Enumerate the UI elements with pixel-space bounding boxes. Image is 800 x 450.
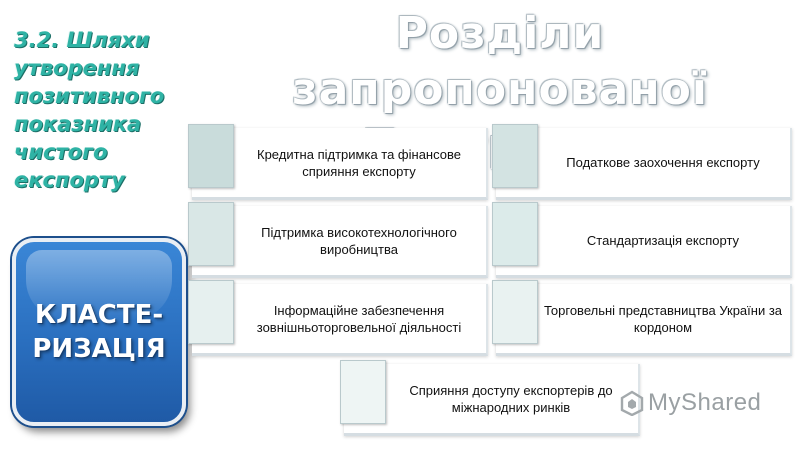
section-subtitle: 3.2. Шляхи утворення позитивного показни… bbox=[14, 28, 165, 192]
card-text: Податкове заохочення експорту bbox=[566, 155, 760, 170]
program-card-standardization: Стандартизація експорту bbox=[492, 202, 792, 278]
card-tab bbox=[188, 280, 234, 344]
slide-title-line-1: Розділи запропонованої bbox=[292, 8, 708, 115]
card-tab bbox=[492, 280, 538, 344]
myshared-text: MyShared bbox=[648, 389, 762, 416]
card-tab bbox=[492, 202, 538, 266]
card-text: Стандартизація експорту bbox=[586, 233, 740, 248]
card-text: Торговельні представництва України за ко… bbox=[543, 302, 783, 335]
program-card-tax-incentives: Податкове заохочення експорту bbox=[492, 124, 792, 200]
card-tab bbox=[188, 202, 234, 266]
clusterization-line-2: РИЗАЦІЯ bbox=[32, 334, 166, 364]
program-card-market-access: Сприяння доступу експортерів до міжнарод… bbox=[340, 360, 640, 436]
program-card-high-tech: Підтримка високотехнологічного виробницт… bbox=[188, 202, 488, 278]
card-text: Підтримка високотехнологічного виробницт… bbox=[261, 224, 457, 257]
program-card-trade-missions: Торговельні представництва України за ко… bbox=[492, 280, 792, 356]
program-card-credit-support: Кредитна підтримка та фінансове сприяння… bbox=[188, 124, 488, 200]
card-text: Інформаційне забезпечення зовнішньоторго… bbox=[256, 302, 462, 335]
clusterization-line-1: КЛАСТЕ- bbox=[34, 300, 164, 330]
clusterization-label: КЛАСТЕ- РИЗАЦІЯ bbox=[32, 298, 165, 366]
card-tab bbox=[492, 124, 538, 188]
clusterization-box: КЛАСТЕ- РИЗАЦІЯ bbox=[12, 238, 186, 426]
card-tab bbox=[340, 360, 386, 424]
card-tab bbox=[188, 124, 234, 188]
card-text: Кредитна підтримка та фінансове сприяння… bbox=[257, 146, 461, 179]
myshared-watermark: MyShared bbox=[620, 388, 761, 418]
program-card-information: Інформаційне забезпечення зовнішньоторго… bbox=[188, 280, 488, 356]
card-text: Сприяння доступу експортерів до міжнарод… bbox=[409, 382, 613, 415]
myshared-logo-icon bbox=[620, 390, 644, 416]
